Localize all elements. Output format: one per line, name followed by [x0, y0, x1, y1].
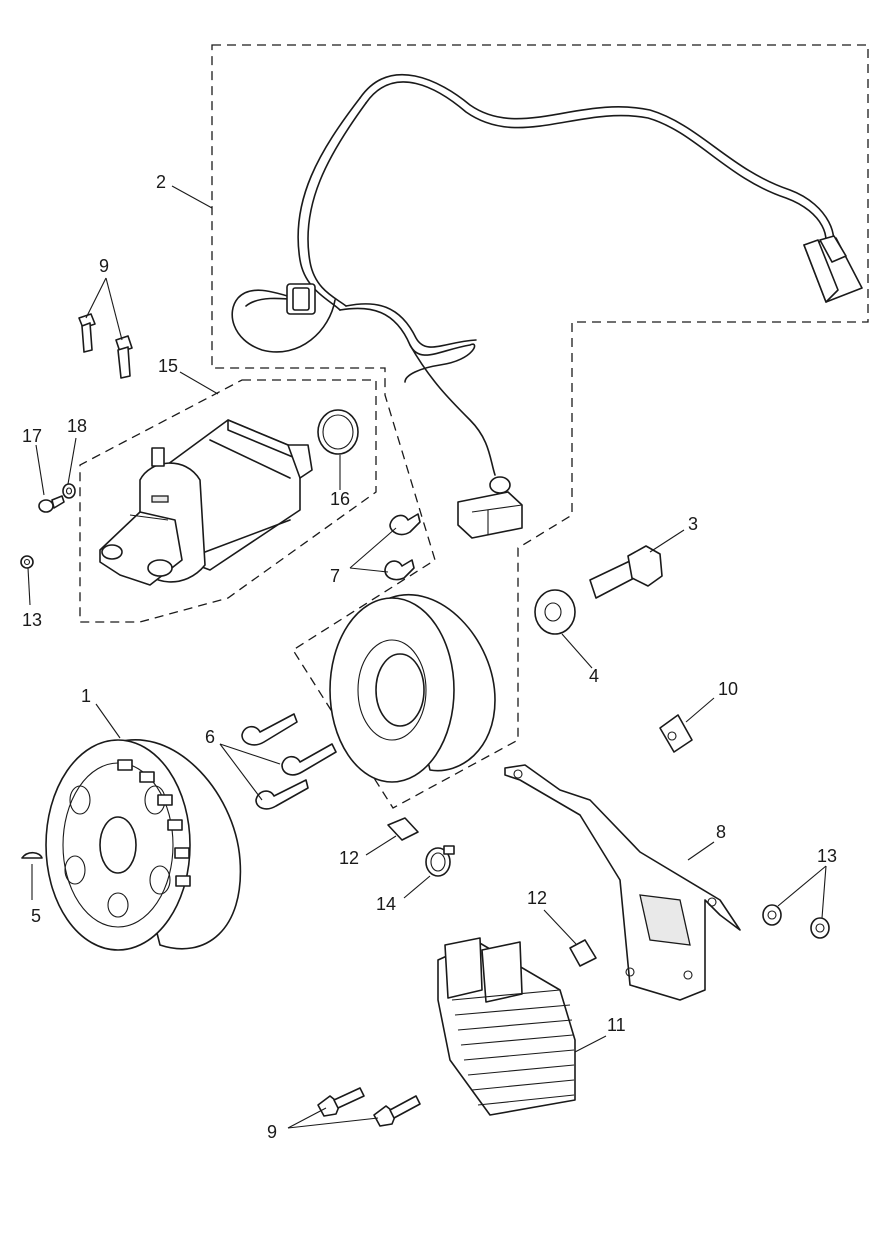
bracket-8: [504, 764, 741, 1001]
bolt-3: [589, 545, 663, 599]
callout-17: 17: [22, 426, 42, 446]
hose-clip-14: [425, 845, 455, 877]
callout-12-upper: 12: [339, 848, 359, 868]
stator-coil: [329, 594, 496, 783]
callout-3: 3: [688, 514, 698, 534]
callout-14: 14: [376, 894, 396, 914]
bolts-7: [384, 513, 421, 581]
harness-group-outline: [211, 44, 869, 809]
callout-8: 8: [716, 822, 726, 842]
callout-labels: 2 9 15 17 18 16 7 13 3 4 10 1 6 8 13 12 …: [22, 172, 837, 1142]
leader-lines: [27, 185, 827, 1129]
callout-7: 7: [330, 566, 340, 586]
nuts-13-right: [762, 904, 830, 939]
nut-13-left: [20, 555, 34, 569]
callout-10: 10: [718, 679, 738, 699]
callout-4: 4: [589, 666, 599, 686]
bolts-6: [241, 713, 337, 810]
callout-18: 18: [67, 416, 87, 436]
woodruff-key-5: [21, 851, 43, 859]
callout-6: 6: [205, 727, 215, 747]
callout-13-left: 13: [22, 610, 42, 630]
callout-5: 5: [31, 906, 41, 926]
clip-12-lower: [569, 939, 597, 967]
wiring-harness: [231, 73, 863, 539]
bolts-9-top: [78, 313, 133, 379]
callout-11: 11: [607, 1015, 626, 1035]
starter-motor: [99, 419, 313, 586]
spacer-4: [534, 589, 576, 635]
rotor-flywheel: [45, 739, 242, 951]
callout-16: 16: [330, 489, 350, 509]
regulator-rectifier-11: [437, 937, 576, 1116]
callout-1: 1: [81, 686, 91, 706]
callout-12-lower: 12: [527, 888, 547, 908]
washer-18: [62, 483, 76, 499]
starter-group-outline: [79, 379, 377, 623]
o-ring: [317, 409, 359, 455]
clip-nut-10: [659, 714, 693, 753]
callout-15: 15: [158, 356, 178, 376]
callout-9-bottom: 9: [267, 1122, 277, 1142]
callout-9-top: 9: [99, 256, 109, 276]
bolts-9-bottom: [317, 1087, 421, 1127]
callout-13-right: 13: [817, 846, 837, 866]
clip-12-upper: [387, 817, 419, 841]
callout-2: 2: [156, 172, 166, 192]
bolt-17: [38, 495, 65, 513]
